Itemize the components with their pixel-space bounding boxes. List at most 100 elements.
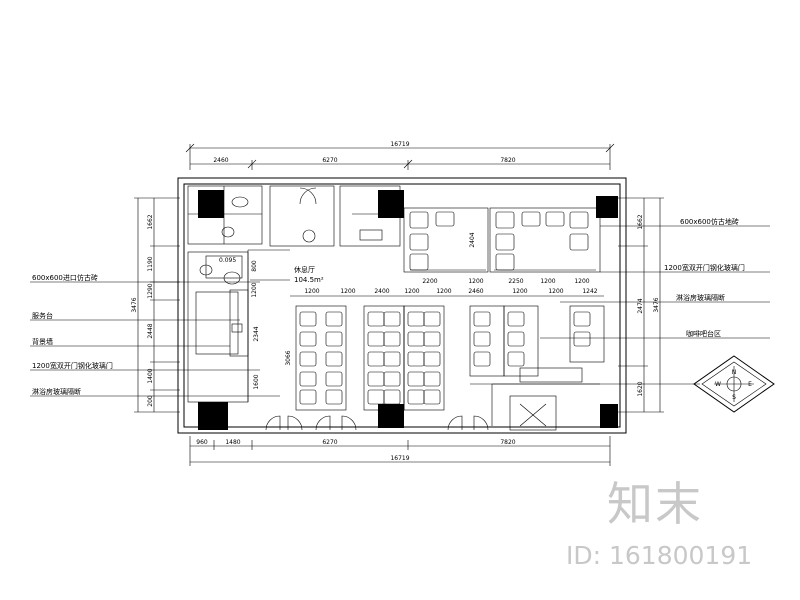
lounge-seat (521, 211, 541, 227)
main-seat-group (299, 311, 591, 405)
bottom-dimension-2: 1480 (225, 439, 240, 446)
right-label: 600x600仿古地砖 (680, 217, 739, 226)
interior-col-dim: 2400 (374, 288, 389, 295)
right-dimension-3: 1620 (637, 381, 644, 396)
upper-booths (403, 207, 601, 273)
left-dimension-5: 1400 (147, 368, 154, 383)
lounge-seat (367, 371, 385, 387)
compass-north: N (732, 369, 737, 376)
room-label: 休息厅 104.5m² (294, 265, 324, 284)
upper-seat-group (409, 211, 589, 271)
right-label: 淋浴房玻璃隔断 (676, 293, 725, 302)
left-label: 背景墙 (32, 337, 53, 346)
lounge-seat (473, 311, 491, 327)
lounge-seat (383, 311, 401, 327)
column (198, 402, 228, 430)
structural-columns (198, 190, 618, 430)
interior-col-dim: 1200 (540, 278, 555, 285)
bottom-total-dimension: 16719 (390, 455, 409, 462)
right-label: 咖啡吧台区 (686, 329, 721, 338)
interior-dimension-c: 2344 (253, 326, 260, 341)
lounge-seat (569, 233, 589, 251)
right-annotations: 600x600仿古地砖 1200宽双开门钢化玻璃门 淋浴房玻璃隔断 咖啡吧台区 (470, 217, 770, 385)
lounge-seat (325, 351, 343, 367)
interior-dimension-d: 1600 (253, 374, 260, 389)
right-dimension-2: 2474 (637, 298, 644, 313)
compass-east: E (748, 381, 752, 388)
lounge-seat (507, 351, 525, 367)
lounge-seat (299, 311, 317, 327)
lounge-seat (409, 211, 429, 229)
column (378, 190, 404, 218)
lounge-seat (495, 233, 515, 251)
watermark-id: ID: 161800191 (566, 541, 753, 570)
lounge-seat (573, 331, 591, 347)
column (596, 196, 618, 218)
top-total-dimension: 16719 (390, 141, 409, 148)
left-dimension-4: 2448 (147, 323, 154, 338)
left-dimension-3: 1290 (147, 283, 154, 298)
left-dimension-6: 200 (147, 395, 154, 407)
watermark-logo: 知末 (607, 477, 703, 531)
entrance-doors (265, 415, 489, 431)
column (198, 190, 224, 218)
top-dimension-1: 2460 (213, 157, 228, 164)
lounge-seat (569, 211, 589, 229)
lounge-seat (407, 351, 425, 367)
bottom-dimension-lines: 960 1480 6270 7820 16719 (189, 436, 611, 466)
sink-dimension: 0.095 (219, 257, 236, 264)
interior-col-dim: 2404 (469, 232, 476, 247)
top-dimension-2: 6270 (322, 157, 337, 164)
right-label: 1200宽双开门钢化玻璃门 (664, 263, 745, 272)
interior-dimension-row: 1200 1200 2400 1200 1200 2460 1200 1200 … (290, 232, 604, 297)
compass-west: W (715, 381, 721, 388)
left-dimension-lines: 3476 1662 1190 1290 2448 1400 200 (131, 197, 180, 413)
lounge-seat (299, 351, 317, 367)
room-area: 104.5m² (294, 276, 324, 284)
interior-col-dim: 1200 (404, 288, 419, 295)
lounge-seat (423, 311, 441, 327)
lounge-seat (383, 371, 401, 387)
lounge-seat (325, 389, 343, 405)
interior-col-dim: 1200 (468, 278, 483, 285)
lounge-seat (407, 331, 425, 347)
main-booths (295, 305, 605, 431)
lounge-seat (325, 331, 343, 347)
compass-rose: N E S W (693, 355, 775, 413)
interior-col-dim: 1200 (574, 278, 589, 285)
lounge-seat (367, 311, 385, 327)
lounge-seat (325, 371, 343, 387)
interior-dimension-e: 3066 (285, 350, 292, 365)
interior-dimension-a: 800 (251, 260, 258, 272)
lounge-seat (423, 371, 441, 387)
column (378, 404, 404, 428)
lounge-seat (545, 211, 565, 227)
lounge-seat (299, 389, 317, 405)
lounge-seat (507, 311, 525, 327)
lounge-seat (383, 389, 401, 405)
left-label: 淋浴房玻璃隔断 (32, 387, 81, 396)
lounge-seat (573, 311, 591, 327)
reception-zone: 800 1200 2344 1600 3066 (187, 249, 292, 403)
left-dimension-1: 1662 (147, 214, 154, 229)
left-total-dimension: 3476 (131, 297, 138, 312)
left-dimension-2: 1190 (147, 256, 154, 271)
right-total-dimension: 3476 (653, 297, 660, 312)
left-label: 服务台 (32, 311, 53, 320)
lounge-seat (423, 331, 441, 347)
interior-col-dim: 1200 (548, 288, 563, 295)
lounge-seat (407, 311, 425, 327)
lounge-seat (409, 233, 429, 251)
interior-col-dim: 2200 (422, 278, 437, 285)
interior-dimension-b: 1200 (251, 282, 258, 297)
left-label: 1200宽双开门钢化玻璃门 (32, 361, 113, 370)
lounge-seat (409, 253, 429, 271)
restroom-block: 0.095 (187, 185, 401, 285)
column (600, 404, 618, 428)
lounge-seat (473, 351, 491, 367)
lounge-seat (325, 311, 343, 327)
left-annotations: 600x600进口仿古砖 服务台 背景墙 1200宽双开门钢化玻璃门 淋浴房玻璃… (30, 273, 280, 397)
left-label: 600x600进口仿古砖 (32, 273, 98, 282)
bottom-dimension-1: 960 (196, 439, 208, 446)
